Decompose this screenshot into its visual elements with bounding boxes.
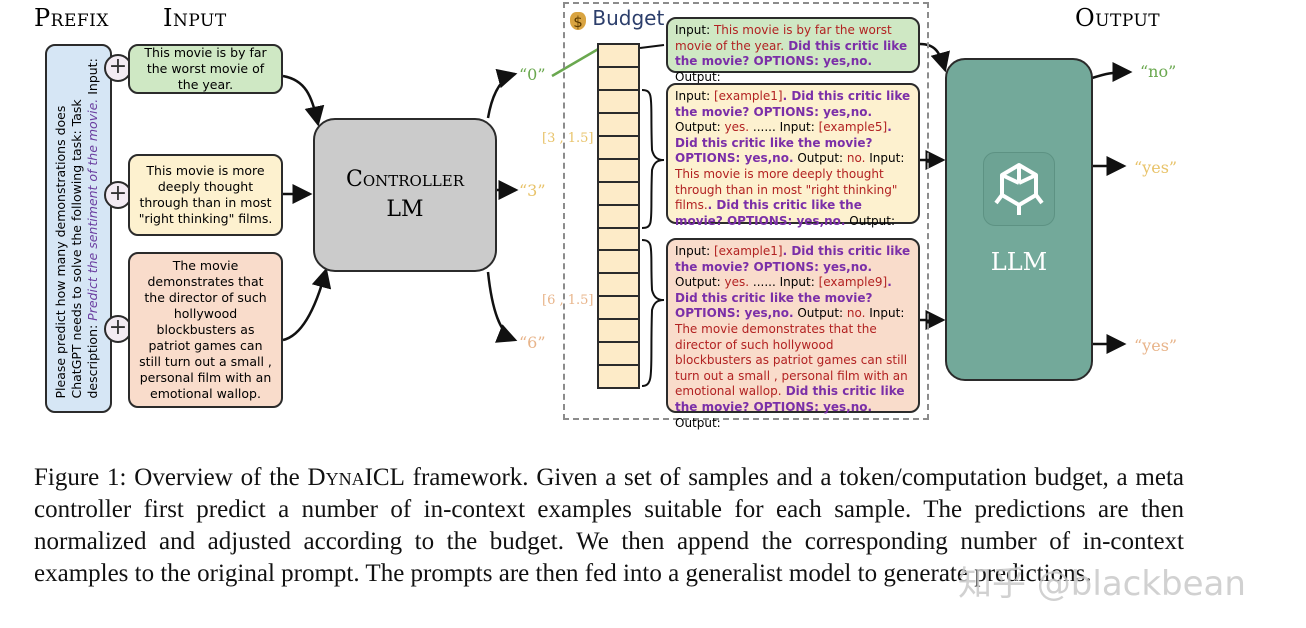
prompt-question: Did this critic like the movie? OPTIONS:… [675,384,905,414]
caption-body: framework. Given a set of samples and a … [34,464,1185,587]
prompt-text: Output: [675,415,721,430]
plus-icon: + [104,54,132,82]
prompt-input: The movie demonstrates that the director… [675,321,908,399]
prompt-box-2: Input: [example1]. Did this critic like … [666,83,920,228]
prefix-instruction: Please predict how many demonstrations d… [53,54,101,398]
output-label: “yes” [1134,158,1178,177]
caption-lead: Figure 1: Overview of the [34,464,308,491]
prompt-text: ...... Input: [749,275,819,290]
output-label: “no” [1140,62,1177,81]
prompt-example: [example1] [713,89,783,103]
prompt-text: Input: [675,244,714,258]
prefix-header: Prefix [34,4,109,32]
prompt-text: Output: [675,69,721,84]
prefix-box [45,44,112,413]
budget-token-bar [597,43,640,389]
prompt-box-3: Input: [example1]. Did this critic like … [666,238,920,430]
prefix-text-italic: Predict the sentiment of the movie. [85,98,100,321]
openai-logo-icon [983,152,1055,226]
input-sample-1: This movie is by far the worst movie of … [128,44,283,94]
prefix-text-tail: Input: [85,58,100,99]
input-sample-3: The movie demonstrates that the director… [128,252,283,408]
prompt-question: . Did this critic like the movie? OPTION… [675,244,911,274]
prompt-example: [example5] [818,120,888,135]
budget-title: $ Budget [570,6,665,31]
watermark: 知乎 @blackbean [958,564,1246,604]
prompt-example: [example9] [818,275,888,290]
prompt-example: [example1] [713,244,783,258]
prompt-input: This movie is more deeply thought throug… [675,166,898,213]
prompt-answer: yes. [724,275,750,290]
prompt-question: . Did this critic like the movie? OPTION… [675,198,862,228]
figure-caption: Figure 1: Overview of the DynaICL framew… [34,462,1184,590]
prompt-text: Output: [845,213,896,228]
plus-icon: + [104,181,132,209]
controller-label-1: Controller [345,167,465,192]
budget-label: Budget [592,6,665,30]
range-label: [6 , 1.5] [542,293,594,308]
prompt-text: Input: [865,151,905,166]
prompt-text: Input: [865,306,905,321]
prompt-text: Output: [793,151,847,166]
prompt-question: . Did this critic like the movie? OPTION… [675,89,911,119]
prompt-answer: no. [846,151,866,166]
plus-icon: + [104,315,132,343]
budget-region [563,2,929,420]
caption-framework-name: DynaICL [307,464,405,491]
prediction-label: “0” [519,65,546,84]
prompt-question: . Did this critic like the movie? OPTION… [675,120,892,166]
controller-lm: Controller LM [313,118,497,272]
input-sample-text: The movie demonstrates that the director… [139,258,272,401]
llm-label: LLM [990,248,1048,276]
prompt-answer: no. [846,306,866,321]
prediction-label: “3” [519,181,546,200]
prompt-text: Output: [675,275,725,290]
input-sample-text: This movie is by far the worst movie of … [144,45,267,92]
prompt-text: Output: [793,306,847,321]
output-header: Output [1075,4,1161,32]
money-bag-icon: $ [570,12,586,31]
prompt-text: ...... Input: [749,120,819,135]
prompt-text: Input: [675,23,714,37]
input-sample-2: This movie is more deeply thought throug… [128,154,283,236]
prompt-question: . Did this critic like the movie? OPTION… [675,275,892,321]
input-header: Input [163,4,227,32]
prompt-input: This movie is by far the worst movie of … [675,23,892,53]
prediction-label: “6” [519,333,546,352]
prompt-answer: yes. [724,120,750,135]
prompt-question: Did this critic like the movie? OPTIONS:… [675,38,908,69]
output-label: “yes” [1134,336,1178,355]
prompt-text: Output: [675,120,725,135]
prompt-text: Input: [675,89,714,103]
range-label: [3 , 1.5] [542,131,594,146]
controller-label-2: LM [386,197,424,222]
input-sample-text: This movie is more deeply thought throug… [138,163,273,226]
prompt-box-1: Input: This movie is by far the worst mo… [666,17,920,84]
